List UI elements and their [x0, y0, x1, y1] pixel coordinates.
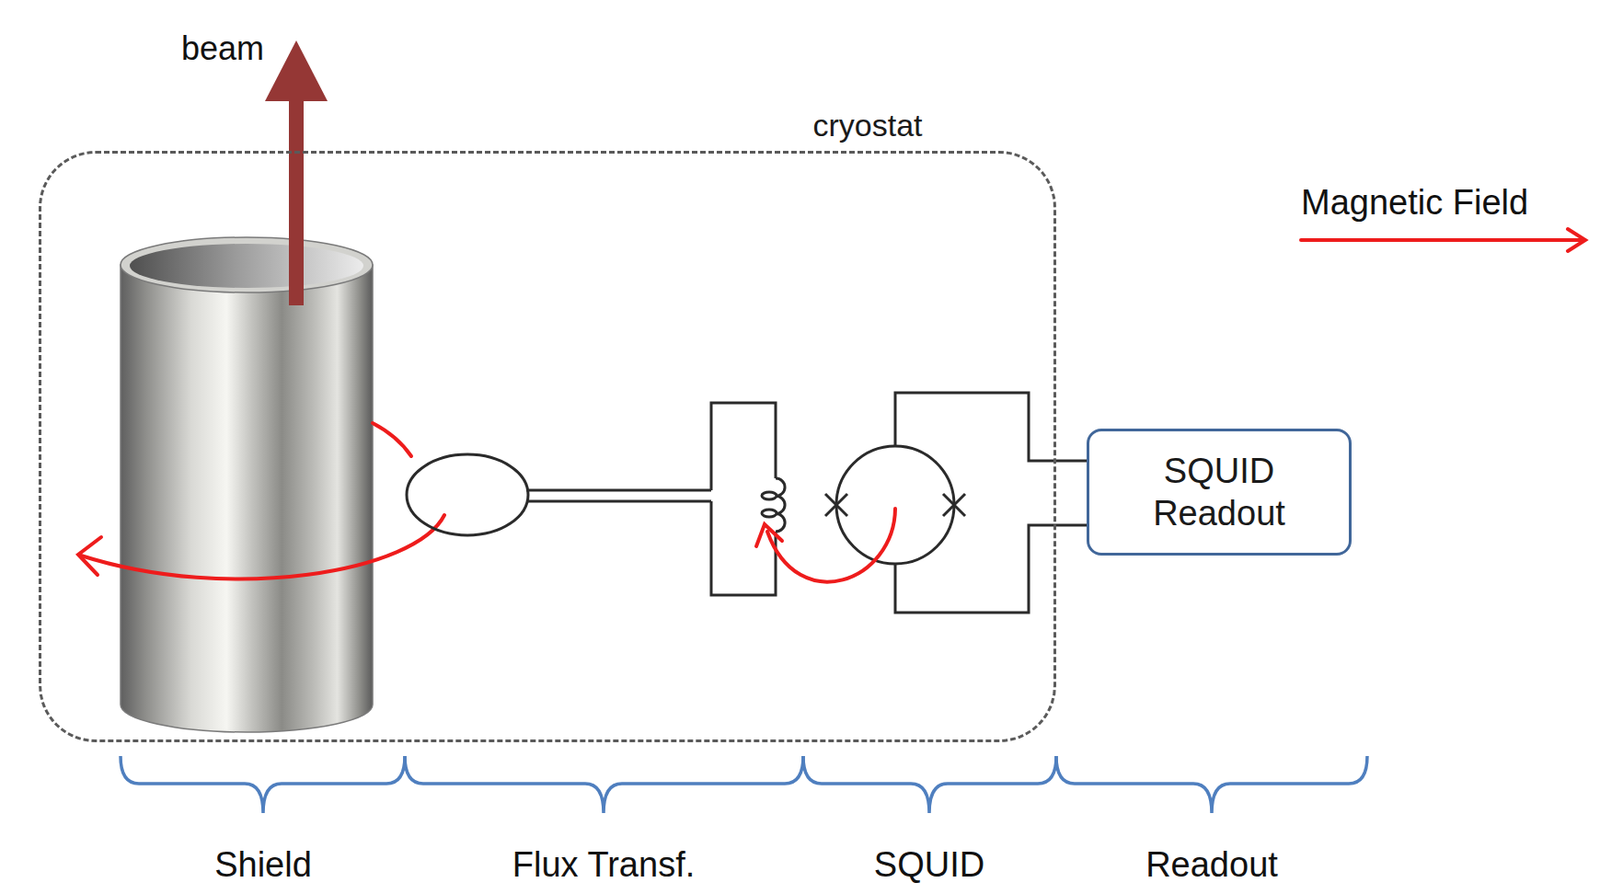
region-heading: cryostat: [812, 107, 922, 144]
legend-label: Magnetic Field: [1300, 183, 1529, 222]
legend-sample-arrow: [1300, 229, 1586, 252]
pickup-loop: [406, 454, 529, 536]
cryostat-region: cryostat: [38, 150, 1057, 743]
section-label: Readout: [1145, 845, 1278, 886]
cylinder-body: [120, 264, 373, 733]
josephson-junction: [943, 494, 966, 517]
cylinder-opening: [129, 243, 364, 288]
transformer-wire: [711, 402, 776, 491]
input-coil: [761, 509, 777, 518]
section-label: Flux Transf.: [512, 845, 696, 886]
transformer-wire: [526, 489, 712, 493]
field-curve-back: [372, 423, 412, 457]
box-label: SQUID Readout: [1127, 449, 1312, 536]
squid-symbol: [825, 392, 1087, 613]
transformer-wire: [711, 501, 776, 596]
field-line-coupling: [756, 508, 896, 583]
coupling-curve: [767, 508, 896, 583]
flux-transformer: [406, 402, 785, 596]
squid-lead: [895, 392, 1087, 461]
bracket: [1056, 756, 1368, 814]
field-arrowhead: [78, 537, 102, 576]
input-coil: [775, 478, 785, 532]
section-braces: [120, 756, 1368, 814]
squid-lead: [895, 525, 1087, 613]
coupling-arrowhead: [756, 524, 783, 547]
field-line-shield: [78, 423, 445, 579]
legend-entry: Magnetic Field: [1300, 183, 1529, 223]
beam-shaft: [288, 95, 304, 306]
input-coil: [761, 492, 777, 500]
legend-sample-line: [1300, 238, 1585, 242]
beam-head: [264, 40, 328, 102]
section-label: Shield: [214, 845, 312, 886]
transformer-wire: [526, 500, 712, 504]
josephson-junction: [825, 494, 848, 517]
field-curve-front: [80, 515, 445, 579]
bracket: [404, 756, 804, 814]
squid-ring: [836, 446, 955, 565]
bracket: [803, 756, 1057, 814]
readout-box: SQUID Readout: [1086, 428, 1352, 556]
legend-sample-head: [1567, 229, 1586, 252]
section-label: SQUID: [874, 845, 985, 886]
cylinder-rim: [120, 237, 373, 293]
bracket: [120, 756, 405, 814]
beam-label: beam: [181, 29, 265, 69]
shield-cylinder: [120, 237, 373, 733]
beam-arrow: [264, 40, 328, 306]
